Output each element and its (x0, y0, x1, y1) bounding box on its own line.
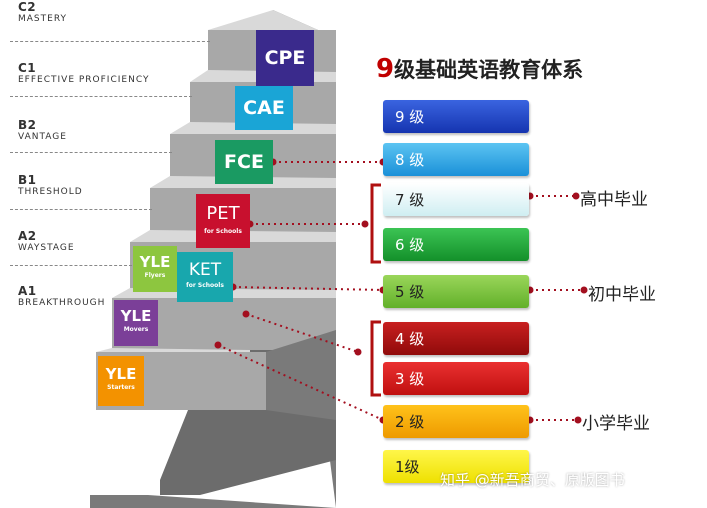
grade-bar-5: 5 级 (383, 275, 529, 308)
exam-label: CAE (243, 97, 285, 119)
exam-cpe: CPE (256, 30, 314, 86)
connector-yle-movers-2 (217, 344, 384, 421)
cefr-code: B1 (18, 173, 37, 187)
exam-sublabel: Flyers (144, 272, 166, 279)
connector-yle-flyers-3-4 (245, 313, 359, 353)
bracket-6-7 (370, 183, 381, 264)
connector-dots (214, 158, 588, 424)
cefr-code: A1 (18, 284, 37, 298)
cefr-name: MASTERY (18, 14, 67, 24)
connector-lines (217, 161, 584, 421)
cefr-level-b1: B1 THRESHOLD (18, 173, 83, 197)
grade-label: 9 级 (395, 108, 425, 126)
exam-sublabel: Starters (107, 384, 135, 391)
exam-yle-movers: YLE Movers (114, 300, 158, 346)
exam-sublabel: for Schools (204, 228, 242, 235)
cefr-code: C2 (18, 0, 37, 14)
cefr-code: B2 (18, 118, 37, 132)
exam-sublabel: Movers (123, 326, 149, 333)
cefr-name: BREAKTHROUGH (18, 298, 106, 308)
title-text: 级基础英语教育体系 (394, 58, 584, 82)
label-middle-school-graduation: 初中毕业 (588, 285, 656, 305)
exam-label: PET (206, 203, 240, 224)
cefr-level-a1: A1 BREAKTHROUGH (18, 284, 105, 308)
exam-label: YLE (120, 307, 152, 325)
cefr-level-b2: B2 VANTAGE (18, 118, 67, 142)
exam-label: KET (188, 260, 222, 280)
divider-line (10, 41, 210, 42)
title-number: 9 (376, 54, 395, 84)
divider-line (10, 265, 132, 266)
bracket-3-4 (370, 320, 381, 397)
exam-label: YLE (139, 253, 171, 271)
grade-bar-2: 2 级 (383, 405, 529, 438)
exam-ket: KET for Schools (177, 252, 233, 302)
exam-yle-flyers: YLE Flyers (133, 246, 177, 292)
grade-label: 2 级 (395, 413, 425, 431)
exam-label: FCE (224, 151, 264, 173)
grade-bar-1: 1级 (383, 450, 529, 483)
exam-label: CPE (264, 47, 306, 69)
grade-label: 7 级 (395, 191, 425, 209)
cefr-code: A2 (18, 229, 37, 243)
connector-ket-5 (232, 286, 384, 291)
grade-label: 3 级 (395, 370, 425, 388)
label-primary-school-graduation: 小学毕业 (582, 414, 650, 434)
label-high-school-graduation: 高中毕业 (580, 190, 648, 210)
cefr-name: THRESHOLD (18, 187, 83, 197)
step-tread (96, 348, 250, 352)
cefr-code: C1 (18, 61, 37, 75)
grade-label: 1级 (395, 458, 420, 476)
cefr-name: VANTAGE (18, 132, 67, 142)
grade-label: 5 级 (395, 283, 425, 301)
grade-label: 4 级 (395, 330, 425, 348)
cefr-level-a2: A2 WAYSTAGE (18, 229, 75, 253)
grade-bar-9: 9 级 (383, 100, 529, 133)
brackets (370, 183, 381, 397)
grade-bar-6: 6 级 (383, 228, 529, 261)
cefr-name: WAYSTAGE (18, 243, 75, 253)
exam-fce: FCE (215, 140, 273, 184)
exam-sublabel: for Schools (186, 282, 224, 289)
divider-line (10, 152, 172, 153)
grade-bar-7: 7 级 (383, 183, 529, 216)
stair-side-lower (266, 330, 336, 420)
grade-bar-8: 8 级 (383, 143, 529, 176)
cefr-name: EFFECTIVE PROFICIENCY (18, 75, 150, 85)
divider-line (10, 96, 192, 97)
grade-bar-4: 4 级 (383, 322, 529, 355)
exam-label: YLE (105, 365, 137, 383)
cefr-level-c1: C1 EFFECTIVE PROFICIENCY (18, 61, 149, 85)
exam-yle-starters: YLE Starters (98, 356, 144, 406)
exam-pet: PET for Schools (196, 194, 250, 248)
grade-bar-3: 3 级 (383, 362, 529, 395)
grade-label: 6 级 (395, 236, 425, 254)
cefr-level-c2: C2 MASTERY (18, 0, 67, 24)
exam-cae: CAE (235, 86, 293, 130)
divider-line (10, 209, 152, 210)
diagram-title: 9级基础英语教育体系 (376, 54, 583, 84)
watermark-text: 知乎 @新吾商贸、原版图书 (440, 471, 625, 489)
grade-label: 8 级 (395, 151, 425, 169)
